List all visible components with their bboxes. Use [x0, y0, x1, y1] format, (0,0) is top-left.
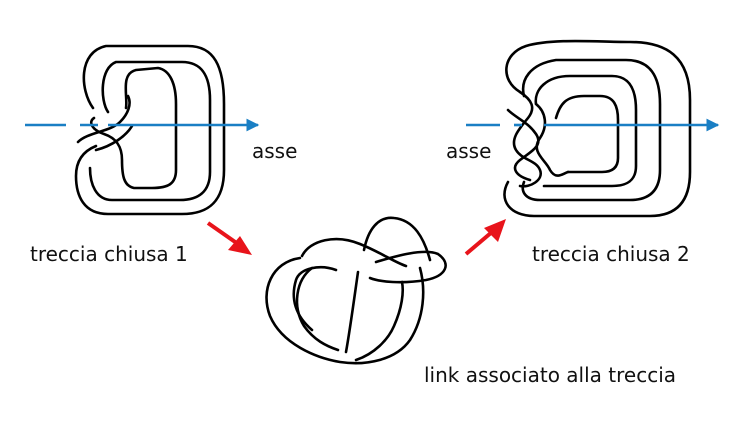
link-tall-left — [344, 270, 360, 354]
link-upper-lobe — [300, 237, 408, 268]
braid1-middle-strand — [88, 60, 212, 202]
braid2-twist-b — [506, 108, 540, 182]
arrow-right-head — [484, 219, 506, 242]
braid1-outer-strand — [74, 44, 226, 216]
braid2-outer-strand — [503, 39, 692, 218]
arrow-left-head — [228, 236, 252, 255]
closed-braid-1 — [74, 44, 226, 216]
arrow-to-link — [206, 221, 252, 255]
braid2-label: treccia chiusa 2 — [532, 242, 690, 266]
arrow-right-shaft — [464, 230, 494, 256]
braid1-label: treccia chiusa 1 — [30, 242, 188, 266]
braid2-twist-a — [512, 90, 542, 188]
braid1-cross-2 — [94, 124, 134, 152]
link-label: link associato alla treccia — [424, 363, 676, 387]
arrow-to-braid2 — [464, 219, 506, 256]
braid2-third-strand — [534, 74, 638, 188]
braid2-twist-c — [534, 102, 570, 177]
axis-label-left: asse — [252, 139, 297, 163]
link-right-band — [368, 250, 447, 284]
closed-braid-2 — [503, 39, 692, 218]
braid1-cross-1 — [76, 94, 131, 144]
braid1-inner-strand — [90, 66, 178, 190]
link-tall-loop — [362, 216, 432, 262]
associated-link — [265, 216, 447, 365]
axis-label-right: asse — [446, 139, 491, 163]
arrow-left-shaft — [206, 221, 240, 246]
link-bottom-cross — [354, 280, 405, 362]
braid2-inner-strand — [554, 94, 620, 174]
braid2-second-strand — [521, 58, 662, 202]
link-inner-strand — [295, 266, 340, 352]
link-outer-loop — [265, 256, 425, 365]
link-left-inner — [292, 266, 338, 332]
